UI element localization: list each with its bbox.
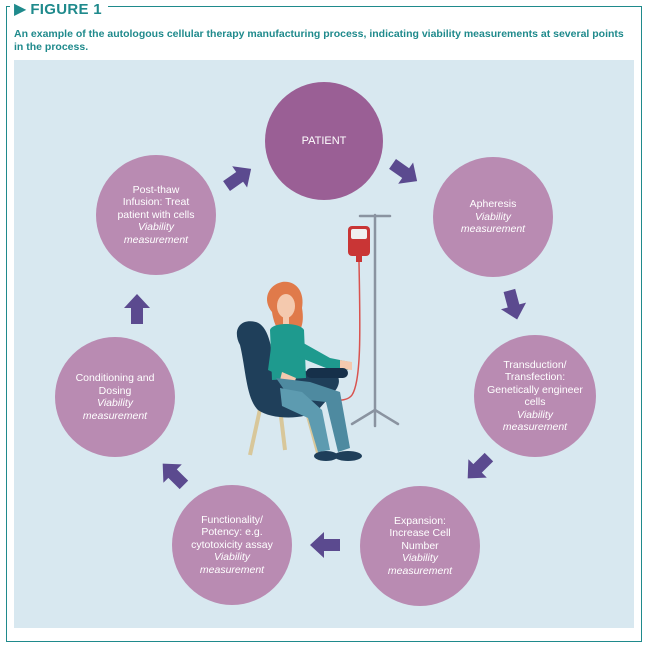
patient-in-chair-icon — [236, 281, 362, 461]
node-apheresis-viability: Viability measurement — [460, 210, 526, 236]
node-functionality-viability: Viability measurement — [199, 551, 265, 576]
node-transduction-viability: Viability measurement — [502, 408, 568, 434]
node-expansion-label: Expansion: Increase Cell Number — [389, 514, 451, 552]
arrow-postthaw-to-patient-icon — [223, 166, 252, 191]
figure-caption: An example of the autologous cellular th… — [14, 28, 624, 53]
arrow-transduction-to-expansion-icon — [467, 452, 494, 479]
iv-stand-icon — [350, 213, 400, 428]
node-postthaw-viability: Viability measurement — [123, 221, 189, 246]
node-apheresis-label: Apheresis — [469, 198, 517, 211]
node-conditioning-viability: Viability measurement — [82, 397, 148, 422]
node-patient-label: PATIENT — [301, 134, 347, 147]
node-patient: PATIENT — [265, 82, 383, 200]
figure-label: FIGURE 1 — [30, 1, 102, 18]
node-expansion-viability: Viability measurement — [387, 552, 453, 577]
node-postthaw: Post-thaw Infusion: Treat patient with c… — [96, 155, 216, 275]
arrow-patient-to-apheresis-icon — [389, 159, 418, 184]
node-conditioning: Conditioning and Dosing Viability measur… — [55, 337, 175, 457]
arrow-functionality-to-conditioning-icon — [162, 463, 189, 490]
blood-bag-icon — [348, 226, 370, 262]
figure-frame — [6, 6, 642, 642]
node-transduction-label: Transduction/ Transfection: Genetically … — [487, 358, 583, 409]
node-apheresis: Apheresis Viability measurement — [433, 157, 553, 277]
node-transduction: Transduction/ Transfection: Genetically … — [474, 335, 596, 457]
node-expansion: Expansion: Increase Cell Number Viabilit… — [360, 486, 480, 606]
node-conditioning-label: Conditioning and Dosing — [75, 372, 155, 397]
arrow-right-icon: ▶ — [14, 0, 27, 18]
arrow-expansion-to-functionality-icon — [310, 532, 340, 558]
node-postthaw-label: Post-thaw Infusion: Treat patient with c… — [117, 183, 195, 221]
node-functionality: Functionality/ Potency: e.g. cytotoxicit… — [172, 485, 292, 605]
node-functionality-label: Functionality/ Potency: e.g. cytotoxicit… — [191, 513, 273, 551]
arrow-apheresis-to-transduction-icon — [500, 288, 527, 320]
arrow-conditioning-to-postthaw-icon — [124, 294, 150, 324]
figure-heading: ▶ FIGURE 1 — [10, 1, 108, 18]
